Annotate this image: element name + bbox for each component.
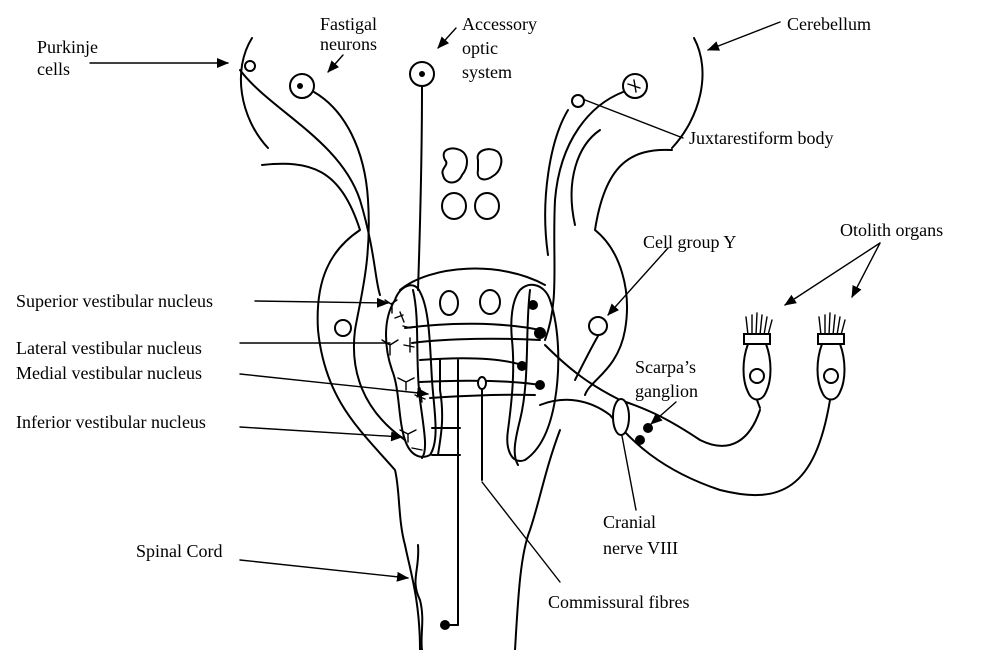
right-nucleus-dot-1	[528, 300, 538, 310]
midline-blob-right	[476, 148, 503, 181]
purkinje-label-line2: cells	[37, 59, 70, 79]
purkinje-label-line1: Purkinje	[37, 37, 98, 57]
medial-vestibular-label: Medial vestibular nucleus	[16, 363, 202, 383]
cranial-leader	[621, 435, 637, 511]
fastigal-neuron-left-nucleus	[297, 83, 303, 89]
superior-vestibular-label: Superior vestibular nucleus	[16, 291, 213, 311]
midline-tract-2	[437, 359, 444, 456]
scarpa-arrow	[650, 401, 677, 425]
accessory-arrow	[437, 27, 457, 49]
hair-cell-right	[816, 312, 846, 401]
brainstem-right-outline	[584, 148, 673, 396]
midline-circle-right	[474, 192, 500, 220]
left-complex-inner	[412, 289, 427, 459]
superior-arrow	[254, 297, 389, 308]
otolith-label: Otolith organs	[840, 220, 944, 240]
commissural-fibre-lines	[404, 322, 541, 399]
fastigal-arrow	[327, 54, 344, 73]
juxtarestiform-leader	[584, 99, 684, 139]
peduncle-left-inner	[239, 69, 381, 296]
scarpa-label-line1: Scarpa’s	[635, 357, 696, 377]
left-vestibular-complex	[385, 284, 437, 458]
inferior-arrow	[239, 426, 403, 442]
fastigal-dendrite-right	[627, 79, 641, 93]
cranial-nerve-label-line2: nerve VIII	[603, 538, 679, 558]
accessory-optic-axon	[417, 85, 423, 291]
spinal-terminal-dot	[440, 620, 450, 630]
spinal-cord-left	[414, 544, 424, 650]
center-oval-right	[479, 289, 501, 315]
cell-group-y-fibre	[574, 335, 599, 381]
right-complex-inner	[513, 289, 531, 466]
cell-group-y-label: Cell group Y	[643, 232, 737, 252]
accessory-label-line3: system	[462, 62, 513, 82]
inferior-vestibular-label: Inferior vestibular nucleus	[16, 412, 206, 432]
scarpa-label-line2: ganglion	[635, 381, 698, 401]
cranial-nerve-viii-lower	[539, 398, 831, 497]
nuclei-arc	[399, 267, 546, 291]
left-small-circle	[334, 319, 352, 337]
fastigal-axon-right	[544, 91, 624, 341]
cerebellum-left-outline	[240, 37, 269, 149]
purkinje-cell	[244, 60, 256, 72]
brainstem-left-outline	[261, 162, 421, 650]
lateral-vestibular-label: Lateral vestibular nucleus	[16, 338, 202, 358]
left-nuclei-dendrites	[381, 299, 426, 451]
juxtarestiform-label: Juxtarestiform body	[689, 128, 834, 148]
scarpa-ganglion-oval	[612, 398, 630, 436]
juxtarestiform-cell	[571, 94, 585, 108]
cranial-nerve-label-line1: Cranial	[603, 512, 656, 532]
cell-group-y-arrow	[607, 247, 669, 316]
fastigal-label-line1: Fastigal	[320, 14, 377, 34]
spinal-cord-label: Spinal Cord	[136, 541, 223, 561]
midline-circle-left	[441, 192, 467, 220]
spinal-arrow	[239, 559, 409, 582]
accessory-label-line1: Accessory	[462, 14, 537, 34]
hair-cell-left	[742, 312, 773, 409]
peduncle-right-inner	[570, 129, 601, 226]
accessory-optic-nucleus	[419, 71, 425, 77]
otolith-arrow-2	[851, 242, 881, 298]
scarpa-ganglion-dot-1	[643, 423, 653, 433]
scarpa-ganglion-dot-2	[635, 435, 645, 445]
commissural-fibres-label: Commissural fibres	[548, 592, 690, 612]
cell-group-y-circle	[588, 316, 608, 336]
midline-blob-left	[441, 147, 468, 184]
midline-commissural-cell	[477, 376, 487, 390]
fastigal-axon-left	[313, 91, 406, 441]
accessory-label-line2: optic	[462, 38, 498, 58]
medial-arrow	[239, 373, 429, 398]
commissural-leader	[481, 481, 561, 583]
brainstem-right-lower-outline	[514, 429, 561, 650]
otolith-arrow-1	[784, 242, 881, 306]
cerebellum-label: Cerebellum	[787, 14, 871, 34]
fastigal-label-line2: neurons	[320, 34, 377, 54]
right-vestibular-complex	[506, 283, 560, 462]
cerebellum-arrow	[707, 21, 781, 51]
peduncle-right-inner2	[544, 109, 569, 256]
center-oval-left	[439, 290, 459, 316]
